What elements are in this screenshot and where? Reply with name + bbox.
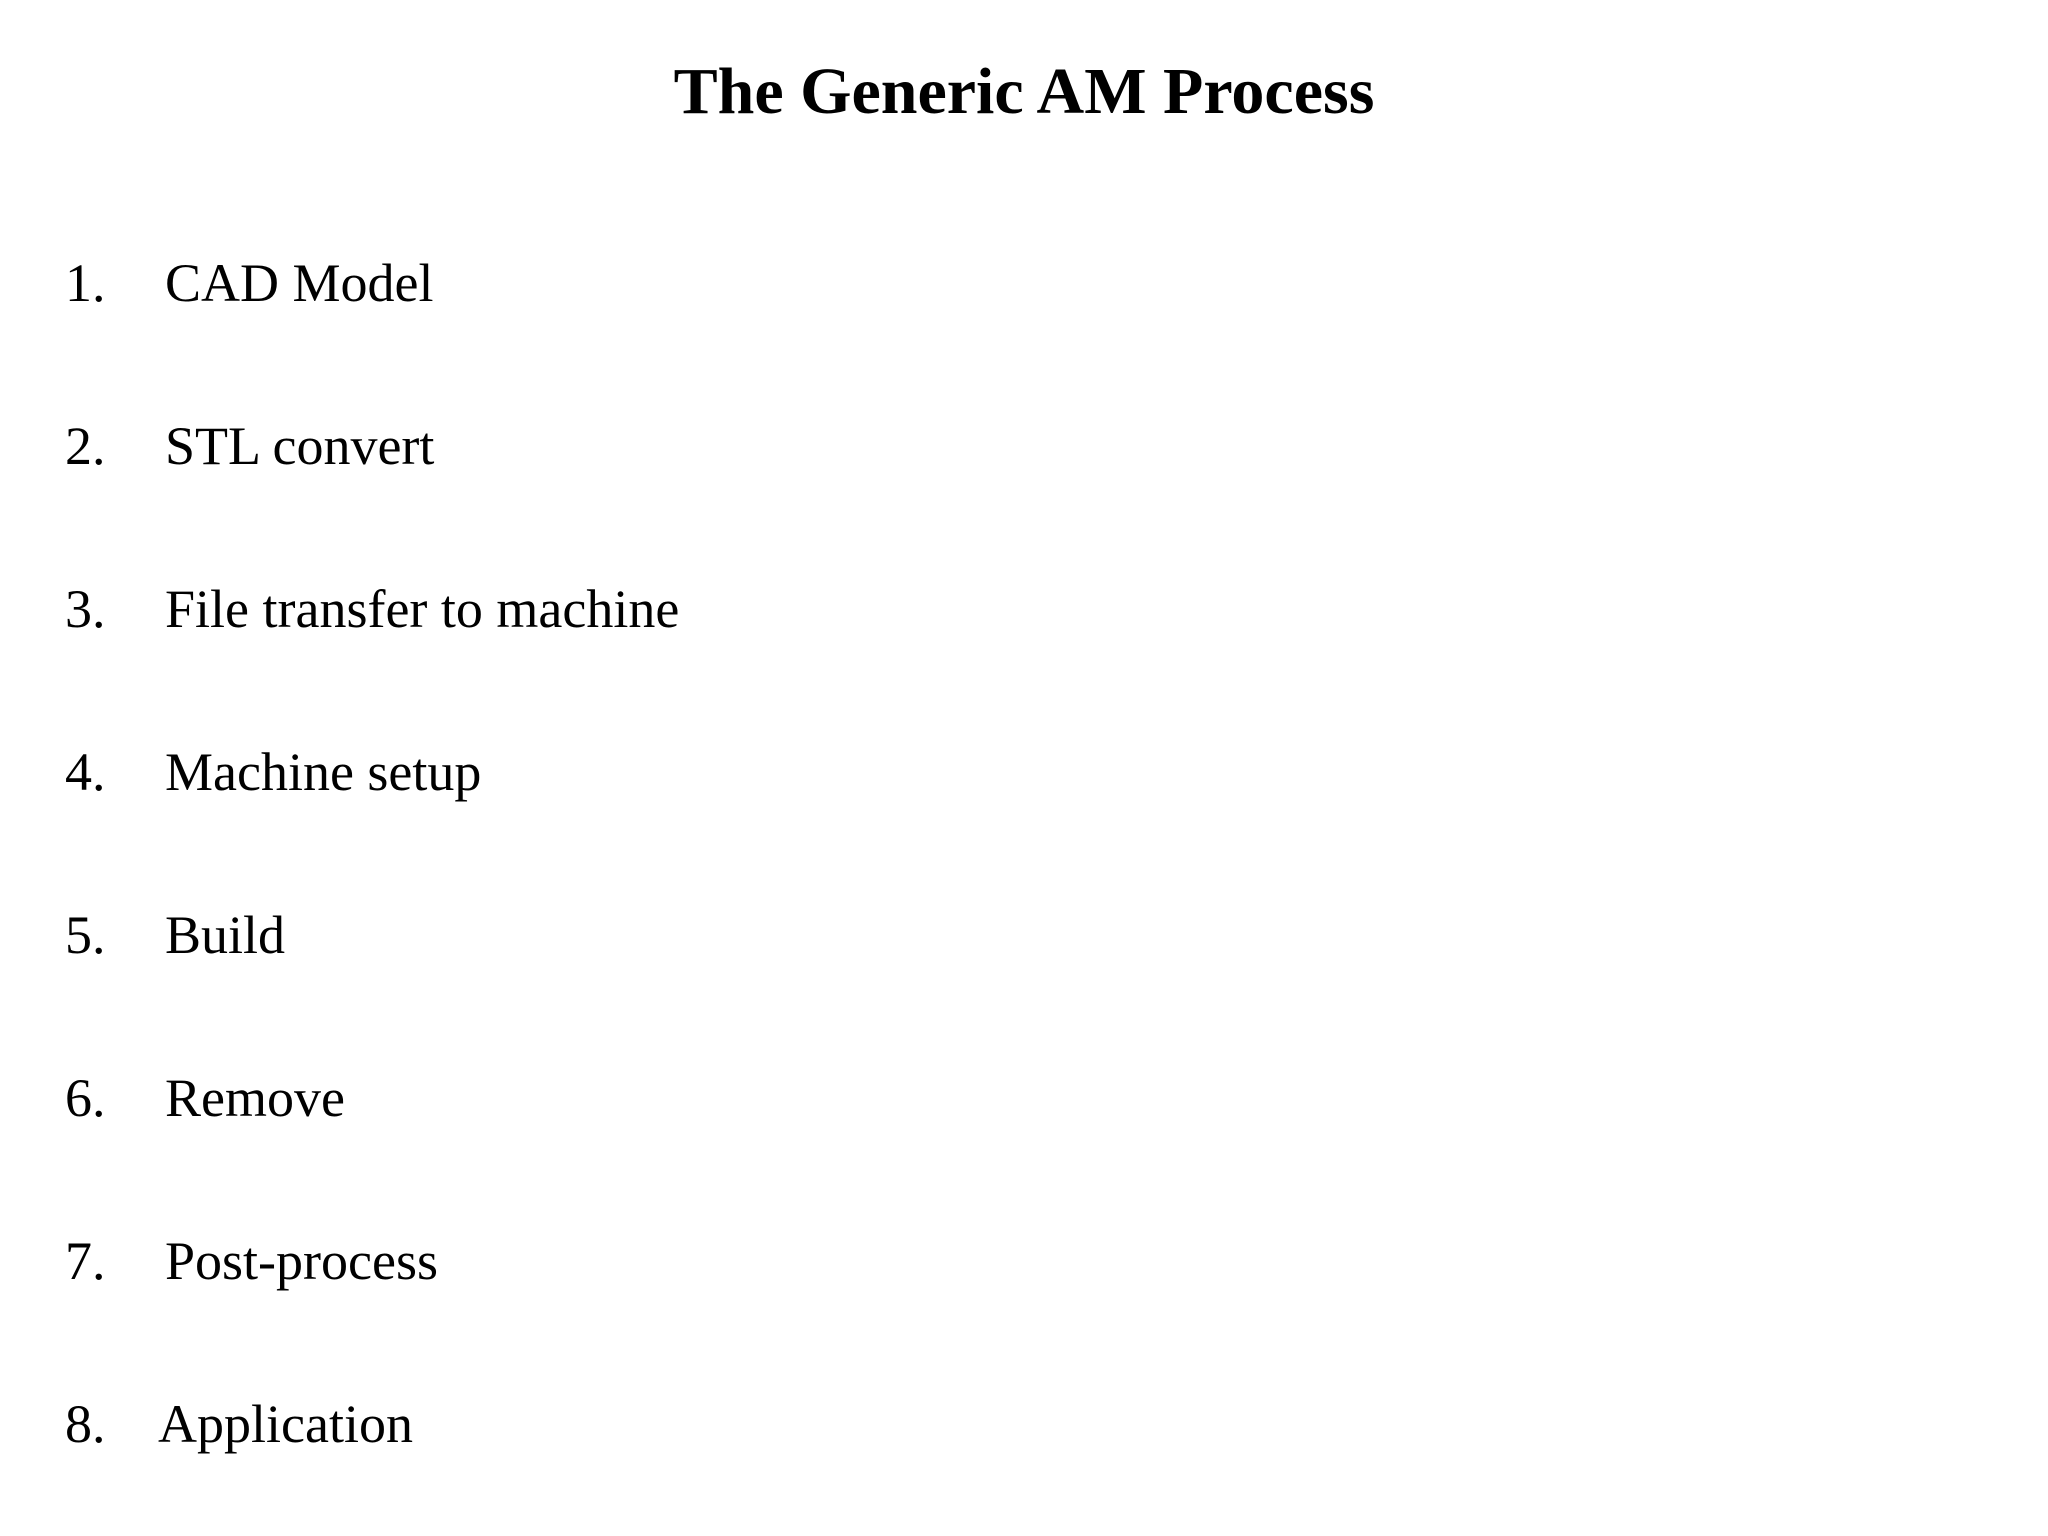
item-label: Application bbox=[158, 1393, 413, 1454]
item-number: 6. bbox=[65, 1067, 106, 1128]
item-label: CAD Model bbox=[165, 252, 434, 313]
item-number: 5. bbox=[65, 904, 106, 965]
list-item: 1. CAD Model bbox=[0, 201, 2048, 364]
item-label: File transfer to machine bbox=[165, 578, 680, 639]
list-item: 7. Post-process bbox=[0, 1179, 2048, 1342]
page-title: The Generic AM Process bbox=[673, 55, 1375, 128]
item-number: 3. bbox=[65, 578, 106, 639]
step-list: 1. CAD Model 2. STL convert 3. File tran… bbox=[0, 201, 2048, 1505]
list-item: 6. Remove bbox=[0, 1016, 2048, 1179]
item-label: Machine setup bbox=[165, 741, 482, 802]
item-number: 1. bbox=[65, 252, 106, 313]
item-number: 8. bbox=[65, 1393, 106, 1454]
item-number: 7. bbox=[65, 1230, 106, 1291]
item-label: Post-process bbox=[165, 1230, 438, 1291]
item-label: STL convert bbox=[165, 415, 435, 476]
list-item: 3. File transfer to machine bbox=[0, 527, 2048, 690]
list-item: 2. STL convert bbox=[0, 364, 2048, 527]
item-label: Build bbox=[165, 904, 286, 965]
item-label: Remove bbox=[165, 1067, 345, 1128]
list-item: 8. Application bbox=[0, 1342, 2048, 1505]
item-number: 2. bbox=[65, 415, 106, 476]
item-number: 4. bbox=[65, 741, 106, 802]
list-item: 4. Machine setup bbox=[0, 690, 2048, 853]
list-item: 5. Build bbox=[0, 853, 2048, 1016]
